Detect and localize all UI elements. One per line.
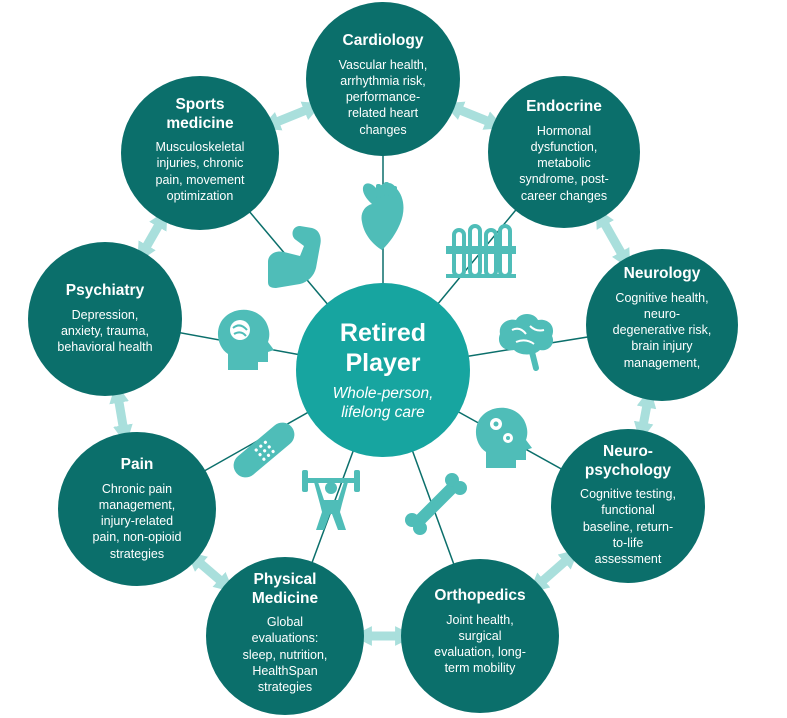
connectors <box>109 101 657 646</box>
node-neuropsychology: Neuro- psychology Cognitive testing, fun… <box>551 429 705 583</box>
flexed-arm-icon <box>268 226 321 288</box>
node-title: Sports medicine <box>166 96 234 132</box>
node-description: Joint health, surgical evaluation, long-… <box>434 612 526 676</box>
head-brain-icon <box>217 309 274 370</box>
node-description: Depression, anxiety, trauma, behavioral … <box>57 307 153 355</box>
node-cardiology: Cardiology Vascular health, arrhythmia r… <box>306 2 460 156</box>
node-title: Neuro- psychology <box>584 443 672 479</box>
connector-neuropsychology-orthopedics <box>528 548 580 594</box>
node-physical-medicine: Physical Medicine Global evaluations: sl… <box>206 557 364 715</box>
head-gears-icon <box>475 407 532 468</box>
connector-pain-psychiatry <box>109 383 133 445</box>
center-retired-player: Retired Player Whole-person, lifelong ca… <box>296 283 470 457</box>
node-description: Hormonal dysfunction, metabolic syndrome… <box>519 123 609 203</box>
weightlifter-icon <box>302 470 360 530</box>
connector-neurology-neuropsychology <box>633 387 657 443</box>
node-description: Musculoskeletal injuries, chronic pain, … <box>155 140 245 203</box>
test-tubes-icon <box>446 224 516 278</box>
brain-icon <box>498 314 554 371</box>
node-title: Psychiatry <box>65 282 145 299</box>
node-title: Pain <box>120 456 154 473</box>
node-description: Cognitive testing, functional baseline, … <box>580 487 676 567</box>
center-title: Retired Player <box>339 318 427 377</box>
node-description: Chronic pain management, injury-related … <box>92 481 182 561</box>
connector-sports-medicine-cardiology <box>260 101 323 131</box>
node-title: Physical Medicine <box>251 571 319 607</box>
bandage-icon <box>233 422 295 478</box>
node-title: Cardiology <box>342 32 424 49</box>
node-description: Cognitive health, neuro- degenerative ri… <box>612 290 712 370</box>
node-description: Global evaluations: sleep, nutrition, He… <box>242 615 328 695</box>
heart-icon <box>361 182 404 250</box>
node-endocrine: Endocrine Hormonal dysfunction, metaboli… <box>488 76 640 228</box>
node-description: Vascular health, arrhythmia risk, perfor… <box>338 57 428 137</box>
node-title: Endocrine <box>526 98 602 115</box>
node-psychiatry: Psychiatry Depression, anxiety, trauma, … <box>28 242 182 396</box>
connector-cardiology-endocrine <box>443 101 505 130</box>
bone-icon <box>405 473 467 535</box>
node-title: Orthopedics <box>434 587 526 604</box>
node-orthopedics: Orthopedics Joint health, surgical evalu… <box>401 559 559 713</box>
node-neurology: Neurology Cognitive health, neuro- degen… <box>586 249 738 401</box>
connector-endocrine-neurology <box>595 207 631 270</box>
connector-physical-medicine-pain <box>186 551 235 593</box>
node-title: Neurology <box>623 265 701 282</box>
center-subtitle: Whole-person, lifelong care <box>332 384 434 421</box>
node-sports-medicine: Sports medicine Musculoskeletal injuries… <box>121 76 279 230</box>
connector-psychiatry-sports-medicine <box>137 209 168 263</box>
node-pain: Pain Chronic pain management, injury-rel… <box>58 432 216 586</box>
